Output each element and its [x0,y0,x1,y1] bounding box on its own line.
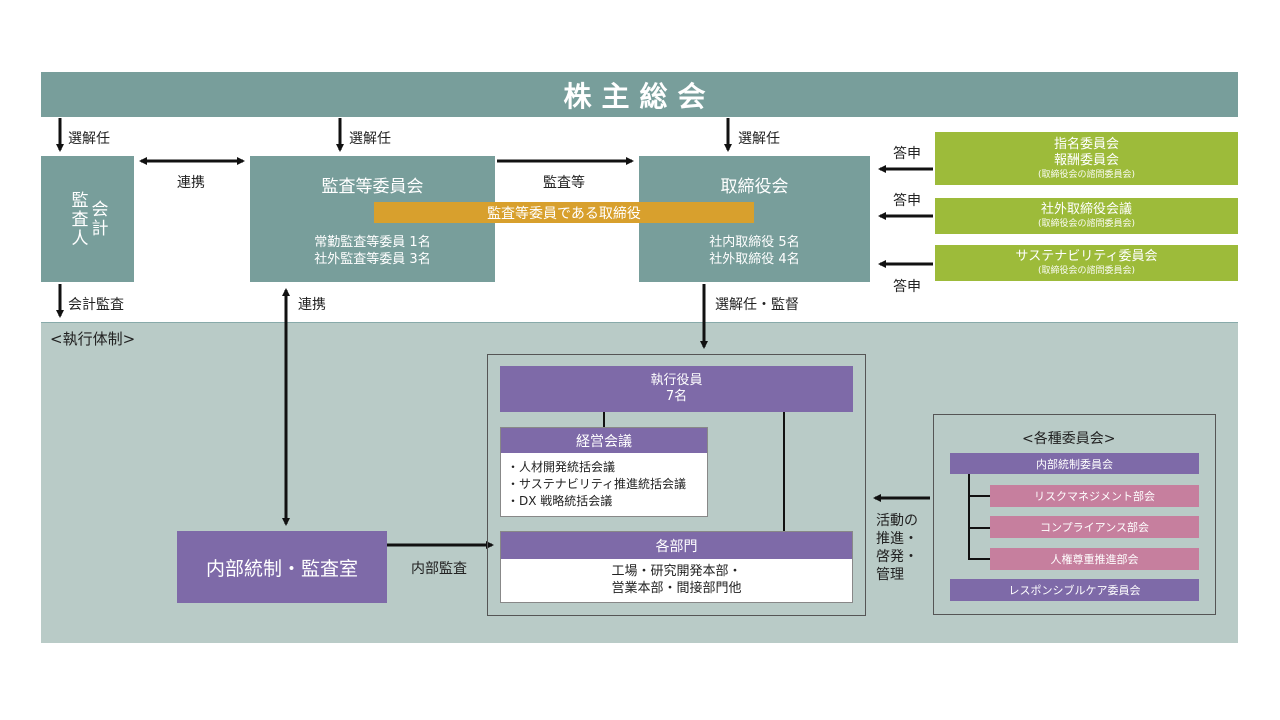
audit-committee: 監査等委員会 常勤監査等委員 1名 社外監査等委員 3名 [250,156,495,282]
executive-officers-title: 執行役員 7名 [650,373,703,404]
internal-control-committee-label: 内部統制委員会 [1036,457,1113,471]
label-senkai-board: 選解任 [738,131,780,147]
risk-management-label: リスクマネジメント部会 [1034,490,1155,503]
label-toshin-3: 答申 [893,279,921,295]
management-meeting: 経営会議 ・人材開発統括会議 ・サステナビリティ推進統括会議 ・DX 戦略統括会… [500,427,708,517]
label-renkei-side: 連携 [298,297,326,313]
human-rights-subcommittee: 人権尊重推進部会 [990,548,1199,570]
advisory-2-sub: (取締役会の諮問委員会) [1037,219,1136,229]
mm-item-3: ・DX 戦略統括会議 [507,494,613,508]
management-meeting-header: 経営会議 [501,428,707,453]
management-meeting-title: 経営会議 [576,433,632,450]
label-toshin-1: 答申 [893,146,921,162]
committees-frame [933,414,1216,615]
shareholders-meeting-title: 株主総会 [563,79,716,113]
accounting-auditor: 会計 監査人 [41,156,134,282]
label-activity: 活動の 推進・ 啓発・ 管理 [876,513,918,583]
management-meeting-items: ・人材開発統括会議 ・サステナビリティ推進統括会議 ・DX 戦略統括会議 [501,453,707,510]
advisory-1-title: 指名委員会 報酬委員会 [1053,136,1119,168]
internal-control-committee: 内部統制委員会 [950,453,1199,474]
advisory-3-title: サステナビリティ委員会 [1015,249,1158,264]
departments-body: 工場・研究開発本部・ 営業本部・間接部門他 [611,564,742,596]
audit-committee-title: 監査等委員会 [321,177,424,197]
advisory-outside-directors: 社外取締役会議 (取締役会の諮問委員会) [935,198,1238,234]
internal-audit-office-title: 内部統制・監査室 [205,557,358,580]
label-senkai-committee: 選解任 [349,131,391,147]
board-of-directors: 取締役会 社内取締役 5名 社外取締役 4名 [639,156,870,282]
line-exec-to-meeting [603,412,605,427]
executive-frame [487,354,866,616]
board-title: 取締役会 [720,177,789,197]
responsible-care-label: レスポンシブルケア委員会 [1008,584,1141,597]
audit-director-banner: 監査等委員である取締役 [374,202,754,223]
audit-director-banner-text: 監査等委員である取締役 [487,205,641,222]
advisory-2-title: 社外取締役会議 [1040,202,1132,217]
label-senkai-kantoku: 選解任・監督 [715,297,799,313]
accounting-auditor-title: 会計 監査人 [67,190,108,248]
label-senkai-auditor: 選解任 [68,131,110,147]
departments-header: 各部門 [501,532,852,559]
risk-management-subcommittee: リスクマネジメント部会 [990,485,1199,507]
label-toshin-2: 答申 [893,193,921,209]
responsible-care-committee: レスポンシブルケア委員会 [950,579,1199,601]
internal-audit-office: 内部統制・監査室 [177,531,387,603]
label-naibu-kansa: 内部監査 [411,561,467,577]
committee-branch-1 [968,495,990,497]
human-rights-label: 人権尊重推進部会 [1050,553,1139,566]
departments: 各部門 工場・研究開発本部・ 営業本部・間接部門他 [500,531,853,603]
board-members: 社内取締役 5名 社外取締役 4名 [709,235,800,267]
compliance-label: コンプライアンス部会 [1039,521,1149,534]
advisory-3-sub: (取締役会の諮問委員会) [1037,266,1136,276]
mm-item-1: ・人材開発統括会議 [507,460,616,474]
label-kaikei-kansa: 会計監査 [68,297,124,313]
label-renkei-top: 連携 [177,175,205,191]
advisory-sustainability: サステナビリティ委員会 (取締役会の諮問委員会) [935,245,1238,281]
committee-branch-3 [968,558,990,560]
exec-section-title: <執行体制> [50,330,136,348]
departments-title: 各部門 [655,538,698,555]
committee-branch-2 [968,527,990,529]
label-kansa-tou: 監査等 [543,175,585,191]
compliance-subcommittee: コンプライアンス部会 [990,516,1199,538]
executive-officers: 執行役員 7名 [500,366,853,412]
mm-item-2: ・サステナビリティ推進統括会議 [507,477,687,491]
committees-title: <各種委員会> [1022,431,1116,447]
audit-committee-members: 常勤監査等委員 1名 社外監査等委員 3名 [314,235,431,267]
advisory-1-sub: (取締役会の諮問委員会) [1037,169,1136,180]
committee-tree-trunk [968,474,970,560]
advisory-nomination-remuneration: 指名委員会 報酬委員会 (取締役会の諮問委員会) [935,132,1238,185]
shareholders-meeting: 株主総会 [41,72,1238,117]
line-exec-to-departments [783,412,785,531]
